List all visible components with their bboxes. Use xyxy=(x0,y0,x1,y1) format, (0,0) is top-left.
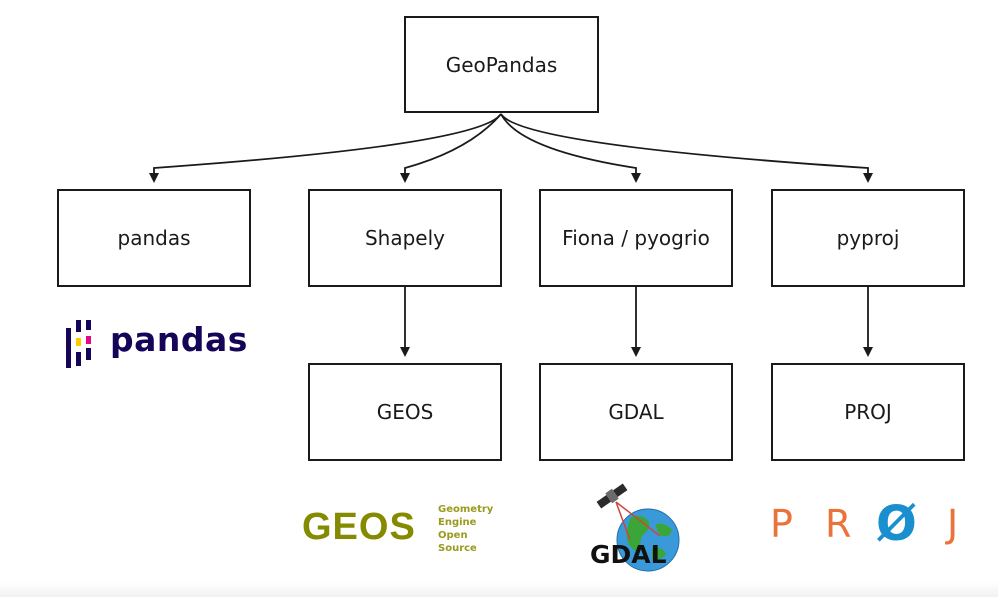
geos-tagline-line: Open xyxy=(438,530,468,541)
geos-tagline-line: Source xyxy=(438,543,477,554)
arrow-geopandas-to-pandas xyxy=(149,113,502,183)
node-pyproj: pyproj xyxy=(771,189,965,287)
bottom-strip xyxy=(0,582,998,597)
arrow-geopandas-to-pyproj xyxy=(500,113,873,183)
geos-tagline-line: Engine xyxy=(438,517,477,528)
arrow-geopandas-to-shapely xyxy=(400,113,502,183)
proj-logo-letter: R xyxy=(825,502,852,546)
geos-logo: GEOS Geometry Engine Open Source xyxy=(302,500,502,560)
pandas-logo: pandas xyxy=(64,318,254,370)
node-gdal: GDAL xyxy=(539,363,733,461)
pandas-logo-text: pandas xyxy=(110,320,248,359)
pandas-logo-mark-icon xyxy=(66,320,91,368)
node-geos: GEOS xyxy=(308,363,502,461)
geos-logo-text: GEOS xyxy=(302,506,416,548)
node-fiona-pyogrio: Fiona / pyogrio xyxy=(539,189,733,287)
gdal-globe-satellite-icon xyxy=(596,483,680,572)
geos-logo-tagline: Geometry Engine Open Source xyxy=(438,503,493,555)
gdal-logo-text: GDAL xyxy=(590,540,667,569)
node-pandas: pandas xyxy=(57,189,251,287)
gdal-logo: GDAL xyxy=(590,478,682,576)
proj-logo-letter: J xyxy=(947,502,959,546)
node-geopandas: GeoPandas xyxy=(404,16,599,113)
arrow-geopandas-to-fiona xyxy=(500,113,641,183)
proj-logo: P R Ø J xyxy=(770,496,970,552)
node-proj: PROJ xyxy=(771,363,965,461)
proj-logo-letter: P xyxy=(770,502,793,546)
proj-logo-letter-accent: Ø xyxy=(876,496,917,552)
node-shapely: Shapely xyxy=(308,189,502,287)
geos-tagline-line: Geometry xyxy=(438,504,494,515)
